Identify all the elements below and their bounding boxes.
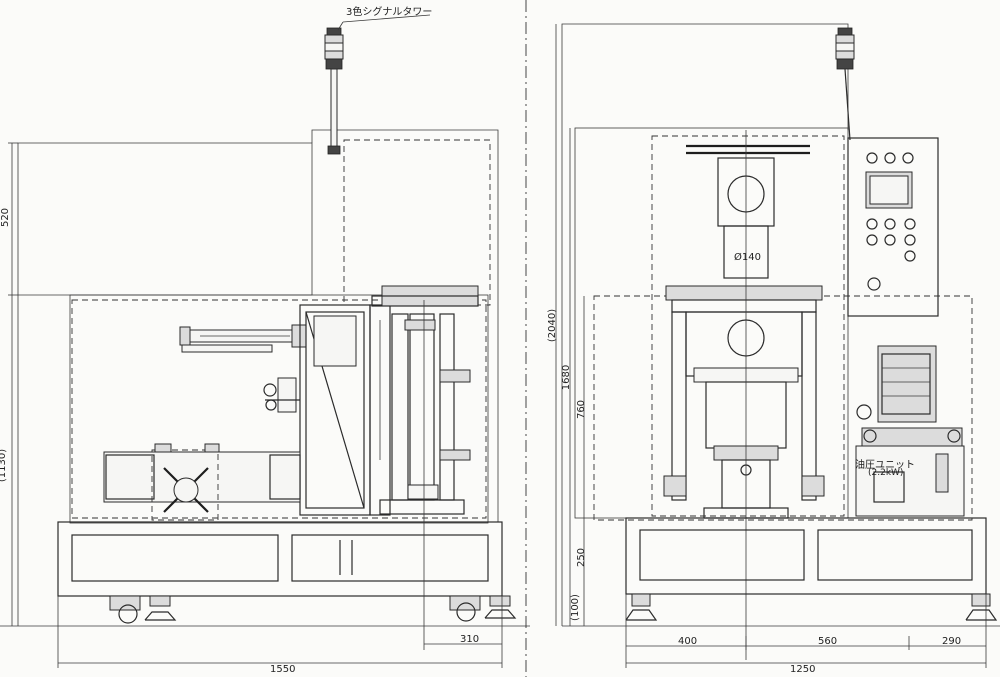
dim-height-250: 250 <box>576 547 588 568</box>
base-frame-left <box>0 521 530 627</box>
dim-height-760: 760 <box>576 399 588 420</box>
dim-right-seg-2: 560 <box>818 636 838 647</box>
dim-right-seg-3: 290 <box>942 636 962 647</box>
dim-right-seg-1: 400 <box>678 636 698 647</box>
press-column-right <box>663 130 825 660</box>
right-dimensions <box>555 24 987 668</box>
dim-left-offset: 310 <box>460 634 480 645</box>
dim-height-1680: 1680 <box>561 364 573 391</box>
hydraulic-unit-label: 油圧ユニット <box>855 460 915 471</box>
press-frame-left <box>299 285 479 516</box>
diameter-label: Ø140 <box>734 252 761 263</box>
dim-height-100: (100) <box>569 594 581 621</box>
left-dimensions <box>8 142 503 668</box>
tank-left <box>103 443 301 521</box>
hydraulic-unit-power: (2.2kW) <box>868 468 904 478</box>
dim-right-total: 1250 <box>790 664 816 675</box>
left-envelope-top <box>311 129 499 522</box>
signal-tower-label: 3色シグナルタワー <box>346 7 433 18</box>
right-front-view <box>561 23 1000 660</box>
dim-left-total: 1550 <box>270 664 296 675</box>
left-envelope-lower <box>69 294 489 524</box>
dim-height-1130: (1130) <box>0 448 9 483</box>
control-panel <box>847 137 939 317</box>
signal-tower-right <box>835 27 855 141</box>
dim-height-520: 520 <box>0 207 12 228</box>
signal-tower-left <box>324 14 431 155</box>
base-frame-right <box>562 517 1000 627</box>
hydraulic-unit <box>855 345 965 517</box>
valve <box>263 377 300 413</box>
left-side-view <box>0 0 530 677</box>
right-envelope-top <box>561 23 849 626</box>
dim-height-2040: (2040) <box>547 308 559 343</box>
horizontal-cylinder <box>179 324 307 353</box>
